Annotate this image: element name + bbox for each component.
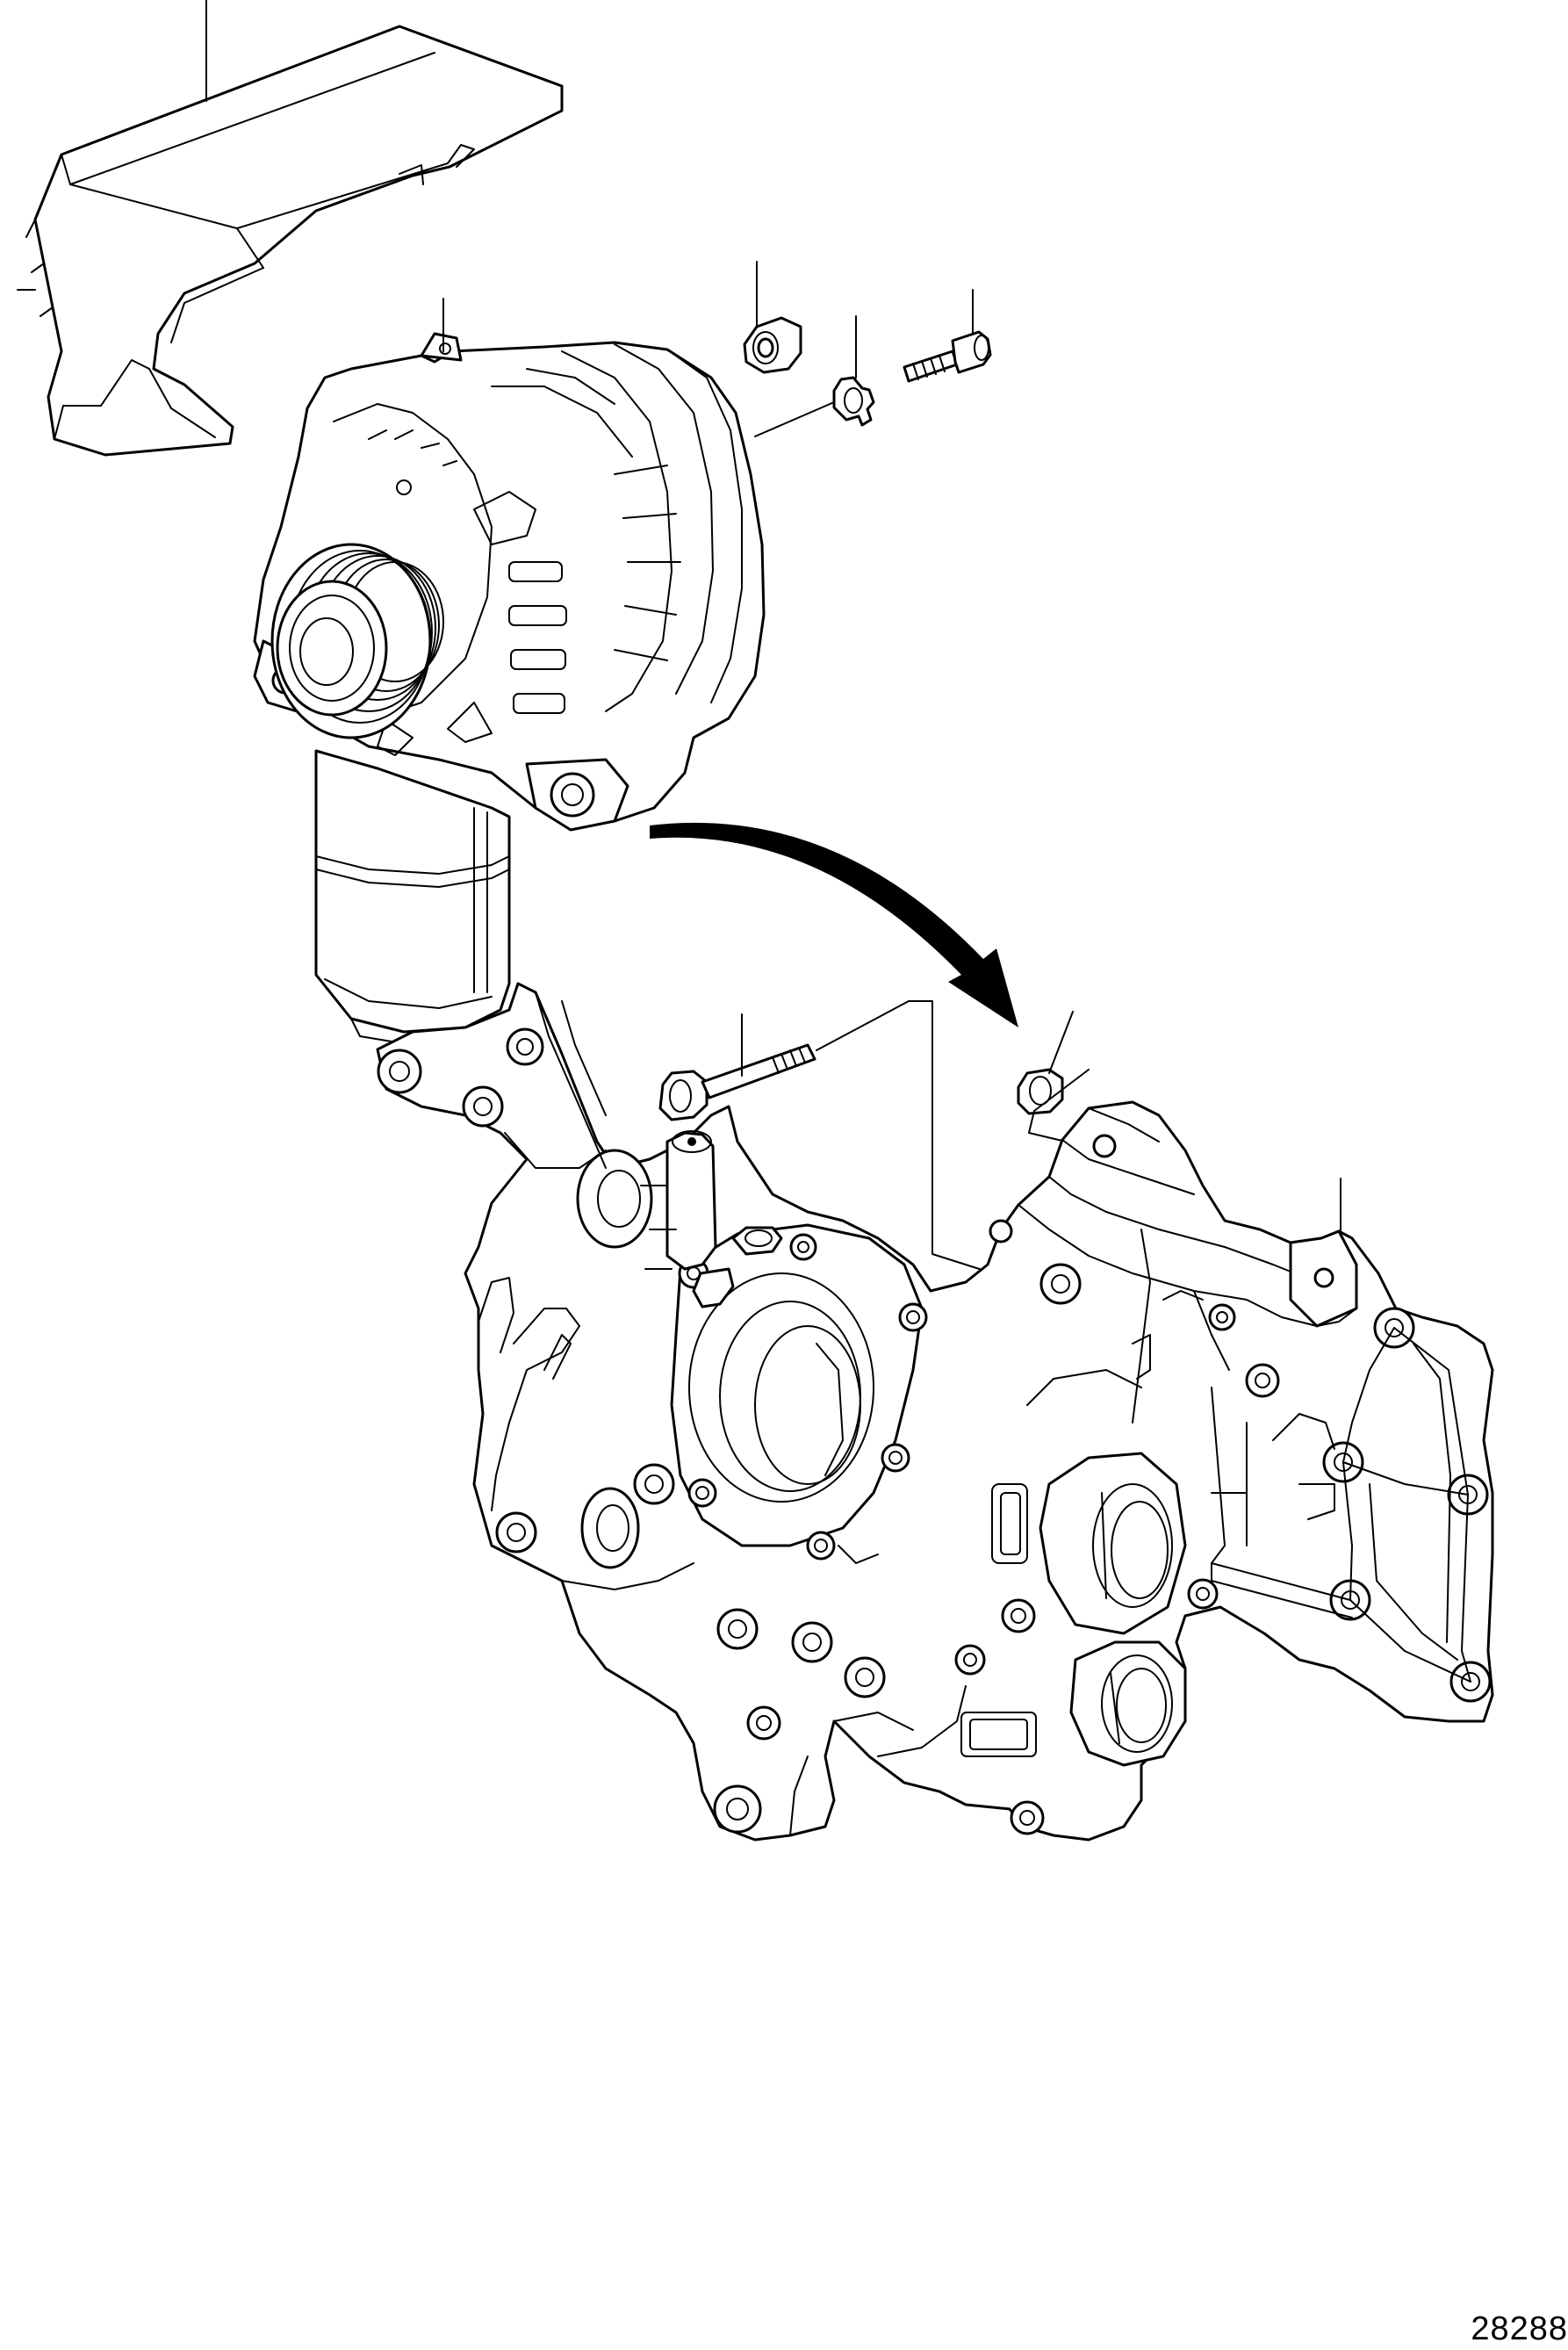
alternator-icon: [253, 332, 766, 1046]
timing-cover-icon: [376, 982, 1494, 1842]
screw-icon: [903, 330, 992, 383]
alignment-line-upper: [754, 401, 835, 437]
washer-icon: [832, 376, 875, 427]
heat-shield-icon: [17, 25, 564, 457]
figure-number: 28288: [1471, 2310, 1568, 2347]
sleeve-icon: [1017, 1068, 1064, 1115]
leader-line-sleeve: [1048, 1011, 1074, 1074]
nut-icon: [743, 316, 802, 374]
bolt-icon: [658, 1043, 816, 1121]
mounting-direction-arrow-icon: [650, 822, 1018, 1027]
